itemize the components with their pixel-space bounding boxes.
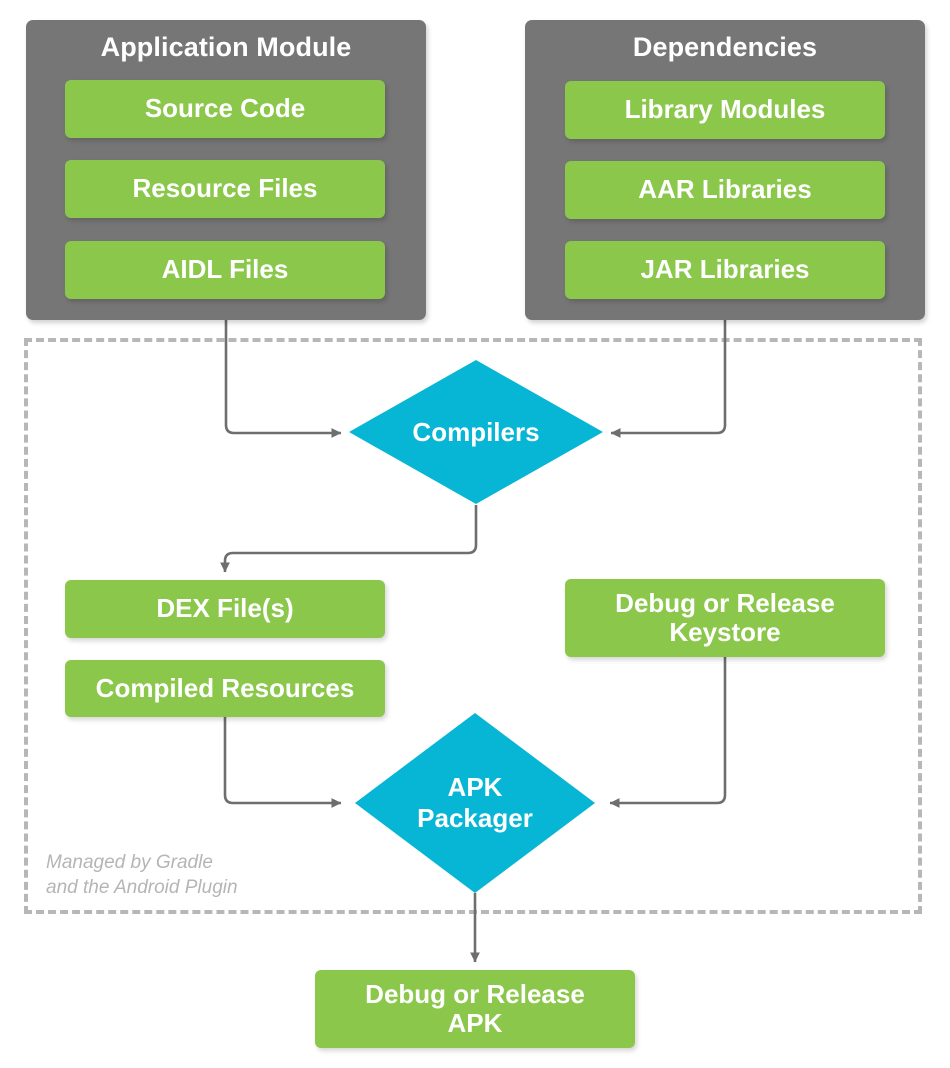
group-title-dependencies: Dependencies xyxy=(632,32,818,62)
apk-packager-node[interactable] xyxy=(355,713,595,893)
artifact-compiled-resources[interactable]: Compiled Resources xyxy=(65,660,385,717)
compilers-node[interactable] xyxy=(349,360,603,504)
item-jar-libraries[interactable]: JAR Libraries xyxy=(565,241,885,299)
group-title-application-module: Application Module xyxy=(100,32,352,62)
item-resource-files[interactable]: Resource Files xyxy=(65,160,385,218)
artifact-output-apk[interactable]: Debug or Release APK xyxy=(315,970,635,1048)
item-aar-libraries[interactable]: AAR Libraries xyxy=(565,161,885,219)
gradle-managed-region xyxy=(24,338,922,914)
item-source-code[interactable]: Source Code xyxy=(65,80,385,138)
item-library-modules[interactable]: Library Modules xyxy=(565,81,885,139)
item-aidl-files[interactable]: AIDL Files xyxy=(65,241,385,299)
artifact-dex-files[interactable]: DEX File(s) xyxy=(65,580,385,638)
artifact-keystore[interactable]: Debug or Release Keystore xyxy=(565,579,885,657)
gradle-managed-note: Managed by Gradle and the Android Plugin xyxy=(46,852,238,899)
